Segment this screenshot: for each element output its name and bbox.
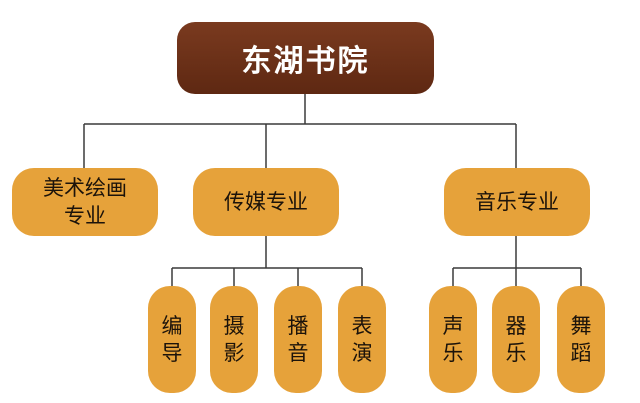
branch-music: 音乐专业: [444, 168, 590, 236]
root-node: 东湖书院: [177, 22, 434, 94]
leaf-char: 乐: [505, 340, 527, 365]
branch-fine-arts: 美术绘画 专业: [12, 168, 158, 236]
root-label: 东湖书院: [241, 44, 370, 79]
branch-fine-arts-line1: 美术绘画: [43, 175, 127, 200]
leaf-char: 舞: [570, 314, 592, 339]
leaf-directing: 编 导: [148, 286, 196, 393]
leaf-char: 导: [161, 340, 183, 365]
leaf-dance: 舞 蹈: [557, 286, 605, 393]
leaf-broadcasting: 播 音: [274, 286, 322, 393]
leaf-instrumental-music: 器 乐: [492, 286, 540, 393]
leaf-char: 音: [287, 340, 309, 365]
leaf-vocal-music: 声 乐: [429, 286, 477, 393]
leaf-char: 蹈: [570, 340, 592, 365]
leaf-char: 表: [351, 314, 373, 339]
leaf-char: 影: [223, 340, 245, 365]
leaf-char: 演: [351, 340, 373, 365]
leaf-char: 编: [161, 314, 183, 339]
leaf-photography: 摄 影: [210, 286, 258, 393]
leaf-char: 声: [442, 314, 464, 339]
leaf-char: 摄: [223, 314, 245, 339]
leaf-char: 器: [505, 314, 527, 339]
branch-fine-arts-line2: 专业: [64, 204, 106, 228]
leaf-performance: 表 演: [338, 286, 386, 393]
leaf-char: 播: [287, 314, 309, 339]
branch-media-label: 传媒专业: [224, 189, 308, 214]
branch-music-label: 音乐专业: [475, 189, 559, 214]
branch-media: 传媒专业: [193, 168, 339, 236]
leaf-char: 乐: [442, 340, 464, 365]
